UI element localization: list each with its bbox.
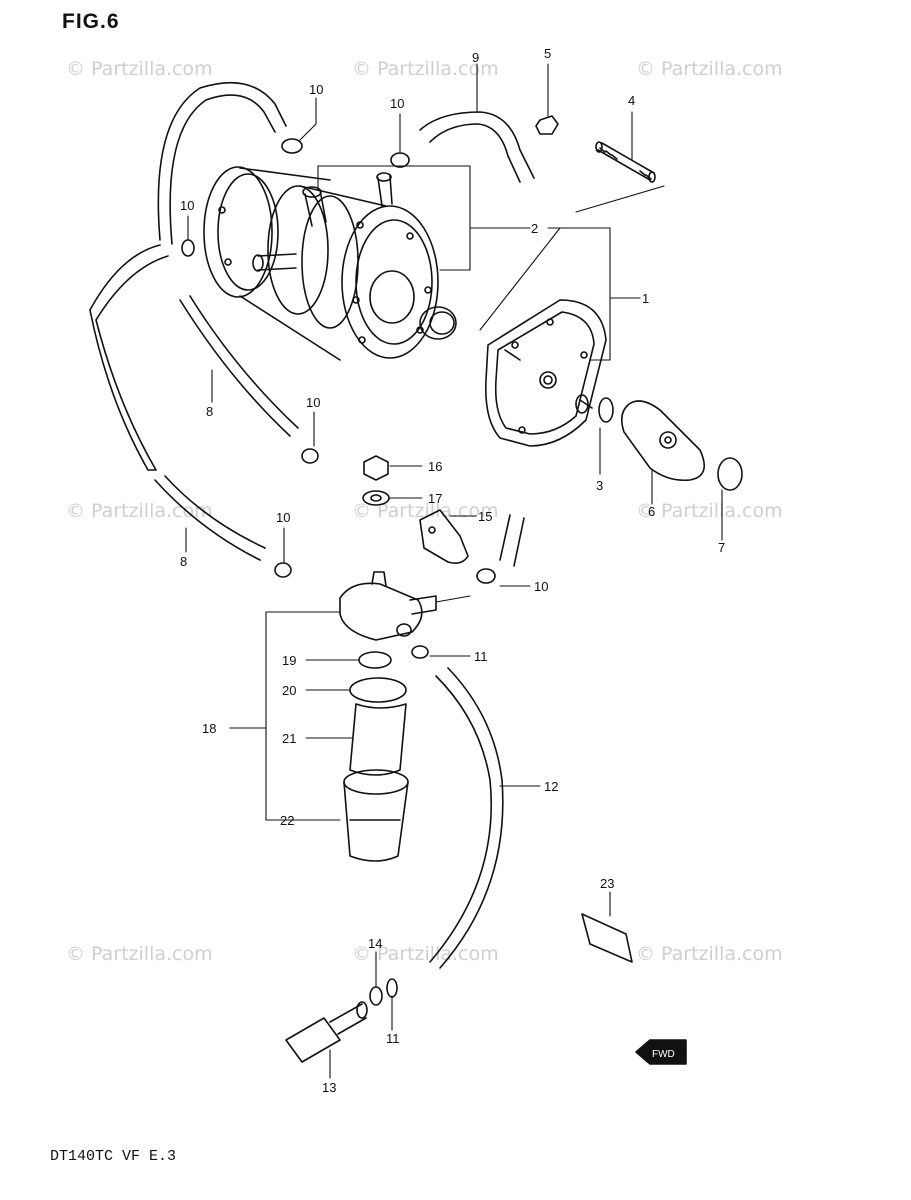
callout[interactable]: 10 [534,579,548,594]
callout[interactable]: 2 [531,221,538,236]
o-ring[interactable] [598,397,614,423]
callout[interactable]: 14 [368,936,382,951]
hose-clip[interactable] [390,152,410,168]
model-code: DT140TC VF E.3 [50,1148,177,1165]
hose-clip[interactable] [411,645,429,659]
callout[interactable]: 5 [544,46,551,61]
fuel-hose[interactable] [179,295,299,437]
fuel-hose[interactable] [429,667,504,969]
fuel-hose[interactable] [157,81,287,245]
callout[interactable]: 17 [428,491,442,506]
callout[interactable]: 10 [306,395,320,410]
filter-gasket[interactable] [349,677,407,703]
callout[interactable]: 10 [390,96,404,111]
callout[interactable]: 16 [428,459,442,474]
watermark: © Partzilla.com [66,58,213,80]
hose-clip[interactable] [274,562,292,578]
callout[interactable]: 10 [180,198,194,213]
hose-clip[interactable] [281,138,303,154]
gasket[interactable] [717,457,743,491]
watermark: © Partzilla.com [636,500,783,522]
filter-element[interactable] [349,703,407,776]
fwd-label: FWD [652,1049,675,1060]
callout[interactable]: 11 [474,649,488,664]
callout[interactable]: 13 [322,1080,336,1095]
nut[interactable] [535,115,559,135]
watermark: © Partzilla.com [66,500,213,522]
hose-clip[interactable] [181,239,195,257]
leader-lines [185,63,723,1079]
stud-bolt[interactable] [595,141,656,183]
fuel-hose[interactable] [89,244,169,321]
hose-clip[interactable] [301,448,319,464]
callout[interactable]: 6 [648,504,655,519]
fuel-hose[interactable] [154,475,266,561]
callout[interactable]: 23 [600,876,614,891]
fuel-pump-assembly[interactable] [203,166,457,361]
watermark: © Partzilla.com [636,943,783,965]
fuel-hose[interactable] [89,309,157,471]
callout[interactable]: 19 [282,653,296,668]
watermark: © Partzilla.com [66,943,213,965]
fuel-hose[interactable] [499,514,525,567]
diaphragm[interactable] [620,400,706,482]
callout[interactable]: 12 [544,779,558,794]
callout-labels: 1 2 3 4 5 6 7 8 8 9 10 10 10 10 10 10 11… [180,46,725,1095]
callout[interactable]: 20 [282,683,296,698]
callout[interactable]: 3 [596,478,603,493]
hose-clip[interactable] [476,568,496,584]
callout[interactable]: 7 [718,540,725,555]
filter-bracket[interactable] [419,509,469,564]
fuel-hose[interactable] [419,111,535,183]
callout[interactable]: 11 [386,1031,400,1046]
callout[interactable]: 18 [202,721,216,736]
callout[interactable]: 1 [642,291,649,306]
hex-nut[interactable] [363,455,389,481]
callout[interactable]: 8 [180,554,187,569]
callout[interactable]: 21 [282,731,296,746]
callout[interactable]: 8 [206,404,213,419]
watermark: © Partzilla.com [352,58,499,80]
callout[interactable]: 4 [628,93,635,108]
fuel-filter-head[interactable] [339,571,437,641]
callout[interactable]: 10 [276,510,290,525]
washer[interactable] [369,986,383,1006]
hose-clamp[interactable] [581,913,633,963]
watermark: © Partzilla.com [636,58,783,80]
callout[interactable]: 15 [478,509,492,524]
pump-cover[interactable] [484,299,607,447]
callout[interactable]: 10 [309,82,323,97]
figure-title: FIG.6 [62,10,120,33]
washer[interactable] [362,490,390,506]
callout[interactable]: 9 [472,50,479,65]
callout[interactable]: 22 [280,813,294,828]
hose-clip[interactable] [386,978,398,998]
o-ring[interactable] [358,651,392,669]
watermark: © Partzilla.com [352,943,499,965]
fuel-connector[interactable] [285,1001,368,1063]
filter-cup[interactable] [343,769,409,862]
fwd-arrow-icon [635,1039,687,1065]
